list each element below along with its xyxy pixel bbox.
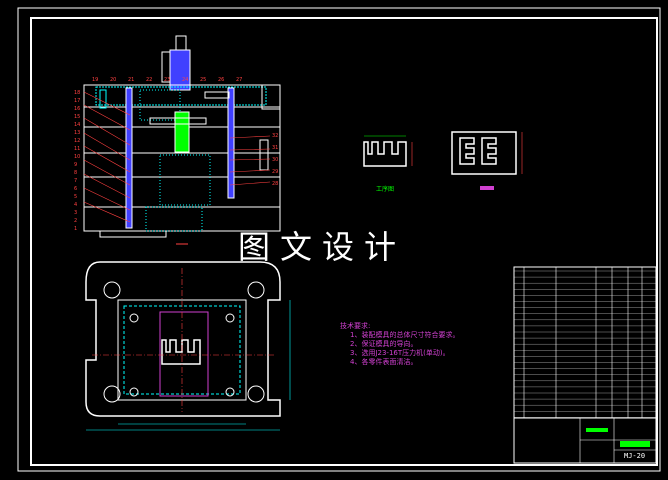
index-number-label: 3 [74,210,78,216]
index-number-label: 19 [92,77,99,83]
index-number-label: 4 [74,202,78,208]
index-number-label: 28 [272,181,279,187]
index-number-label: 15 [74,114,81,120]
index-number-label: 17 [74,98,81,104]
index-number-label: 32 [272,133,279,139]
index-number-label: 20 [110,77,117,83]
index-number-label: 18 [74,90,81,96]
index-number-label: 22 [146,77,153,83]
index-number-label: 2 [74,218,78,224]
index-number-label: 16 [74,106,81,112]
index-number-label: 7 [74,178,78,184]
index-number-label: 10 [74,154,81,160]
part-view-label: 工序图 [376,186,395,193]
parts-list-table [513,266,657,464]
drawing-number: MJ-20 [624,452,646,460]
notes-item: 1、装配模具的总体尺寸符合要求。 [350,331,460,339]
index-number-label: 24 [182,77,189,83]
notes-item: 3、选用J23-16T压力机(单动)。 [350,349,450,357]
plan-view [85,261,291,431]
index-number-label: 6 [74,186,78,192]
inner-frame [30,17,658,466]
index-number-label: 8 [74,170,78,176]
part-view-process [363,135,413,167]
front-section-view [83,35,281,245]
index-number-label: 11 [74,146,81,152]
notes-item: 4、各零件表面清洁。 [350,358,418,366]
index-number-label: 26 [218,77,225,83]
index-number-label: 9 [74,162,78,168]
outer-frame [17,7,661,472]
notes-title: 技术要求: [340,322,371,330]
index-number-label: 1 [74,226,78,232]
index-number-label: 25 [200,77,207,83]
part-view-blank [451,131,523,190]
index-number-label: 23 [164,77,171,83]
index-number-label: 29 [272,169,279,175]
index-number-label: 31 [272,145,279,151]
index-number-label: 27 [236,77,243,83]
index-number-label: 30 [272,157,279,163]
index-number-label: 12 [74,138,81,144]
index-number-label: 14 [74,122,81,128]
notes-item: 2、保证模具的导向。 [350,340,418,348]
index-number-label: 21 [128,77,135,83]
index-number-label: 13 [74,130,81,136]
index-number-label: 5 [74,194,78,200]
watermark-text: 图文设计 [238,228,407,266]
technical-requirements: 技术要求: 1、装配模具的总体尺寸符合要求。 2、保证模具的导向。 3、选用J2… [340,322,459,367]
